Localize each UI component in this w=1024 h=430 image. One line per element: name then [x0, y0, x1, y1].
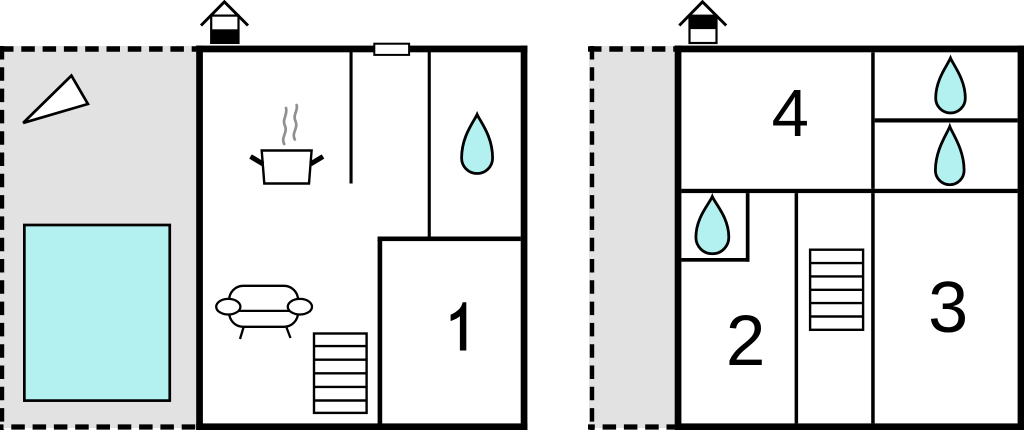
svg-text:4: 4 — [772, 76, 809, 151]
svg-text:2: 2 — [726, 302, 766, 381]
svg-text:3: 3 — [928, 268, 968, 348]
